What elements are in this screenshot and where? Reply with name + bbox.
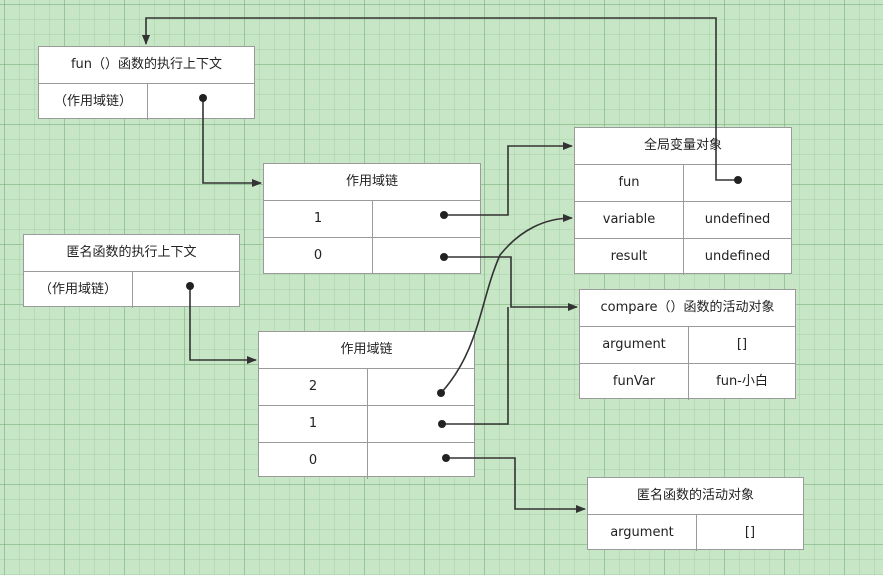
fun-scope-row-0: 0 — [264, 238, 480, 274]
compare-row-funvar: funVar fun-小白 — [580, 364, 795, 400]
compare-activation-object-title: compare（）函数的活动对象 — [580, 290, 795, 327]
anon-activation-row-argument-key: argument — [588, 515, 697, 551]
fun-context-scope-label: （作用域链） — [39, 84, 148, 120]
anon-scope-row-2: 2 — [259, 369, 474, 406]
fun-scope-chain: 作用域链 1 0 — [263, 163, 481, 274]
fun-scope-row-0-index: 0 — [264, 238, 373, 274]
fun-execution-context: fun（）函数的执行上下文 （作用域链） — [38, 46, 255, 120]
fun-scope-chain-title: 作用域链 — [264, 164, 480, 201]
global-row-result-key: result — [575, 239, 684, 275]
anon-scope-row-0-pointer-cell — [368, 443, 474, 479]
anon-scope-chain: 作用域链 2 1 0 — [258, 331, 475, 479]
anon-scope-row-2-pointer-cell — [368, 369, 474, 405]
anon-context-scope-row: （作用域链） — [24, 272, 239, 308]
fun-context-scope-row: （作用域链） — [39, 84, 254, 120]
anon-execution-context: 匿名函数的执行上下文 （作用域链） — [23, 234, 240, 308]
anon-activation-object: 匿名函数的活动对象 argument [] — [587, 477, 804, 551]
fun-scope-row-1-index: 1 — [264, 201, 373, 237]
anon-execution-context-title: 匿名函数的执行上下文 — [24, 235, 239, 272]
anon-scope-row-1-index: 1 — [259, 406, 368, 442]
global-row-variable-value: undefined — [704, 212, 771, 227]
anon-context-scope-label: （作用域链） — [24, 272, 133, 308]
compare-row-argument: argument [] — [580, 327, 795, 364]
anon-scope-row-2-index: 2 — [259, 369, 368, 405]
anon-scope-row-0-index: 0 — [259, 443, 368, 479]
anon-scope-row-1: 1 — [259, 406, 474, 443]
compare-row-funvar-value: fun-小白 — [716, 374, 768, 389]
global-variable-object: 全局变量对象 fun variable undefined result und… — [574, 127, 792, 275]
fun-scope-row-1-pointer-cell — [373, 201, 480, 237]
fun-scope-row-1: 1 — [264, 201, 480, 238]
global-row-variable-key: variable — [575, 202, 684, 238]
global-row-fun-key: fun — [575, 165, 684, 201]
global-row-fun-value — [684, 165, 791, 201]
global-row-result-value: undefined — [704, 249, 771, 264]
anon-scope-chain-title: 作用域链 — [259, 332, 474, 369]
compare-row-funvar-key: funVar — [580, 364, 689, 400]
fun-scope-row-0-pointer-cell — [373, 238, 480, 274]
compare-row-argument-value: [] — [736, 337, 748, 352]
anon-context-scope-pointer-cell — [133, 272, 239, 308]
anon-scope-row-0: 0 — [259, 443, 474, 479]
global-row-variable: variable undefined — [575, 202, 791, 239]
anon-scope-row-1-pointer-cell — [368, 406, 474, 442]
global-row-fun: fun — [575, 165, 791, 202]
fun-execution-context-title: fun（）函数的执行上下文 — [39, 47, 254, 84]
global-row-result: result undefined — [575, 239, 791, 275]
anon-activation-row-argument-value: [] — [744, 525, 756, 540]
global-variable-object-title: 全局变量对象 — [575, 128, 791, 165]
compare-row-argument-key: argument — [580, 327, 689, 363]
fun-context-scope-pointer-cell — [148, 84, 254, 120]
compare-activation-object: compare（）函数的活动对象 argument [] funVar fun-… — [579, 289, 796, 400]
anon-activation-row-argument: argument [] — [588, 515, 803, 551]
anon-activation-object-title: 匿名函数的活动对象 — [588, 478, 803, 515]
